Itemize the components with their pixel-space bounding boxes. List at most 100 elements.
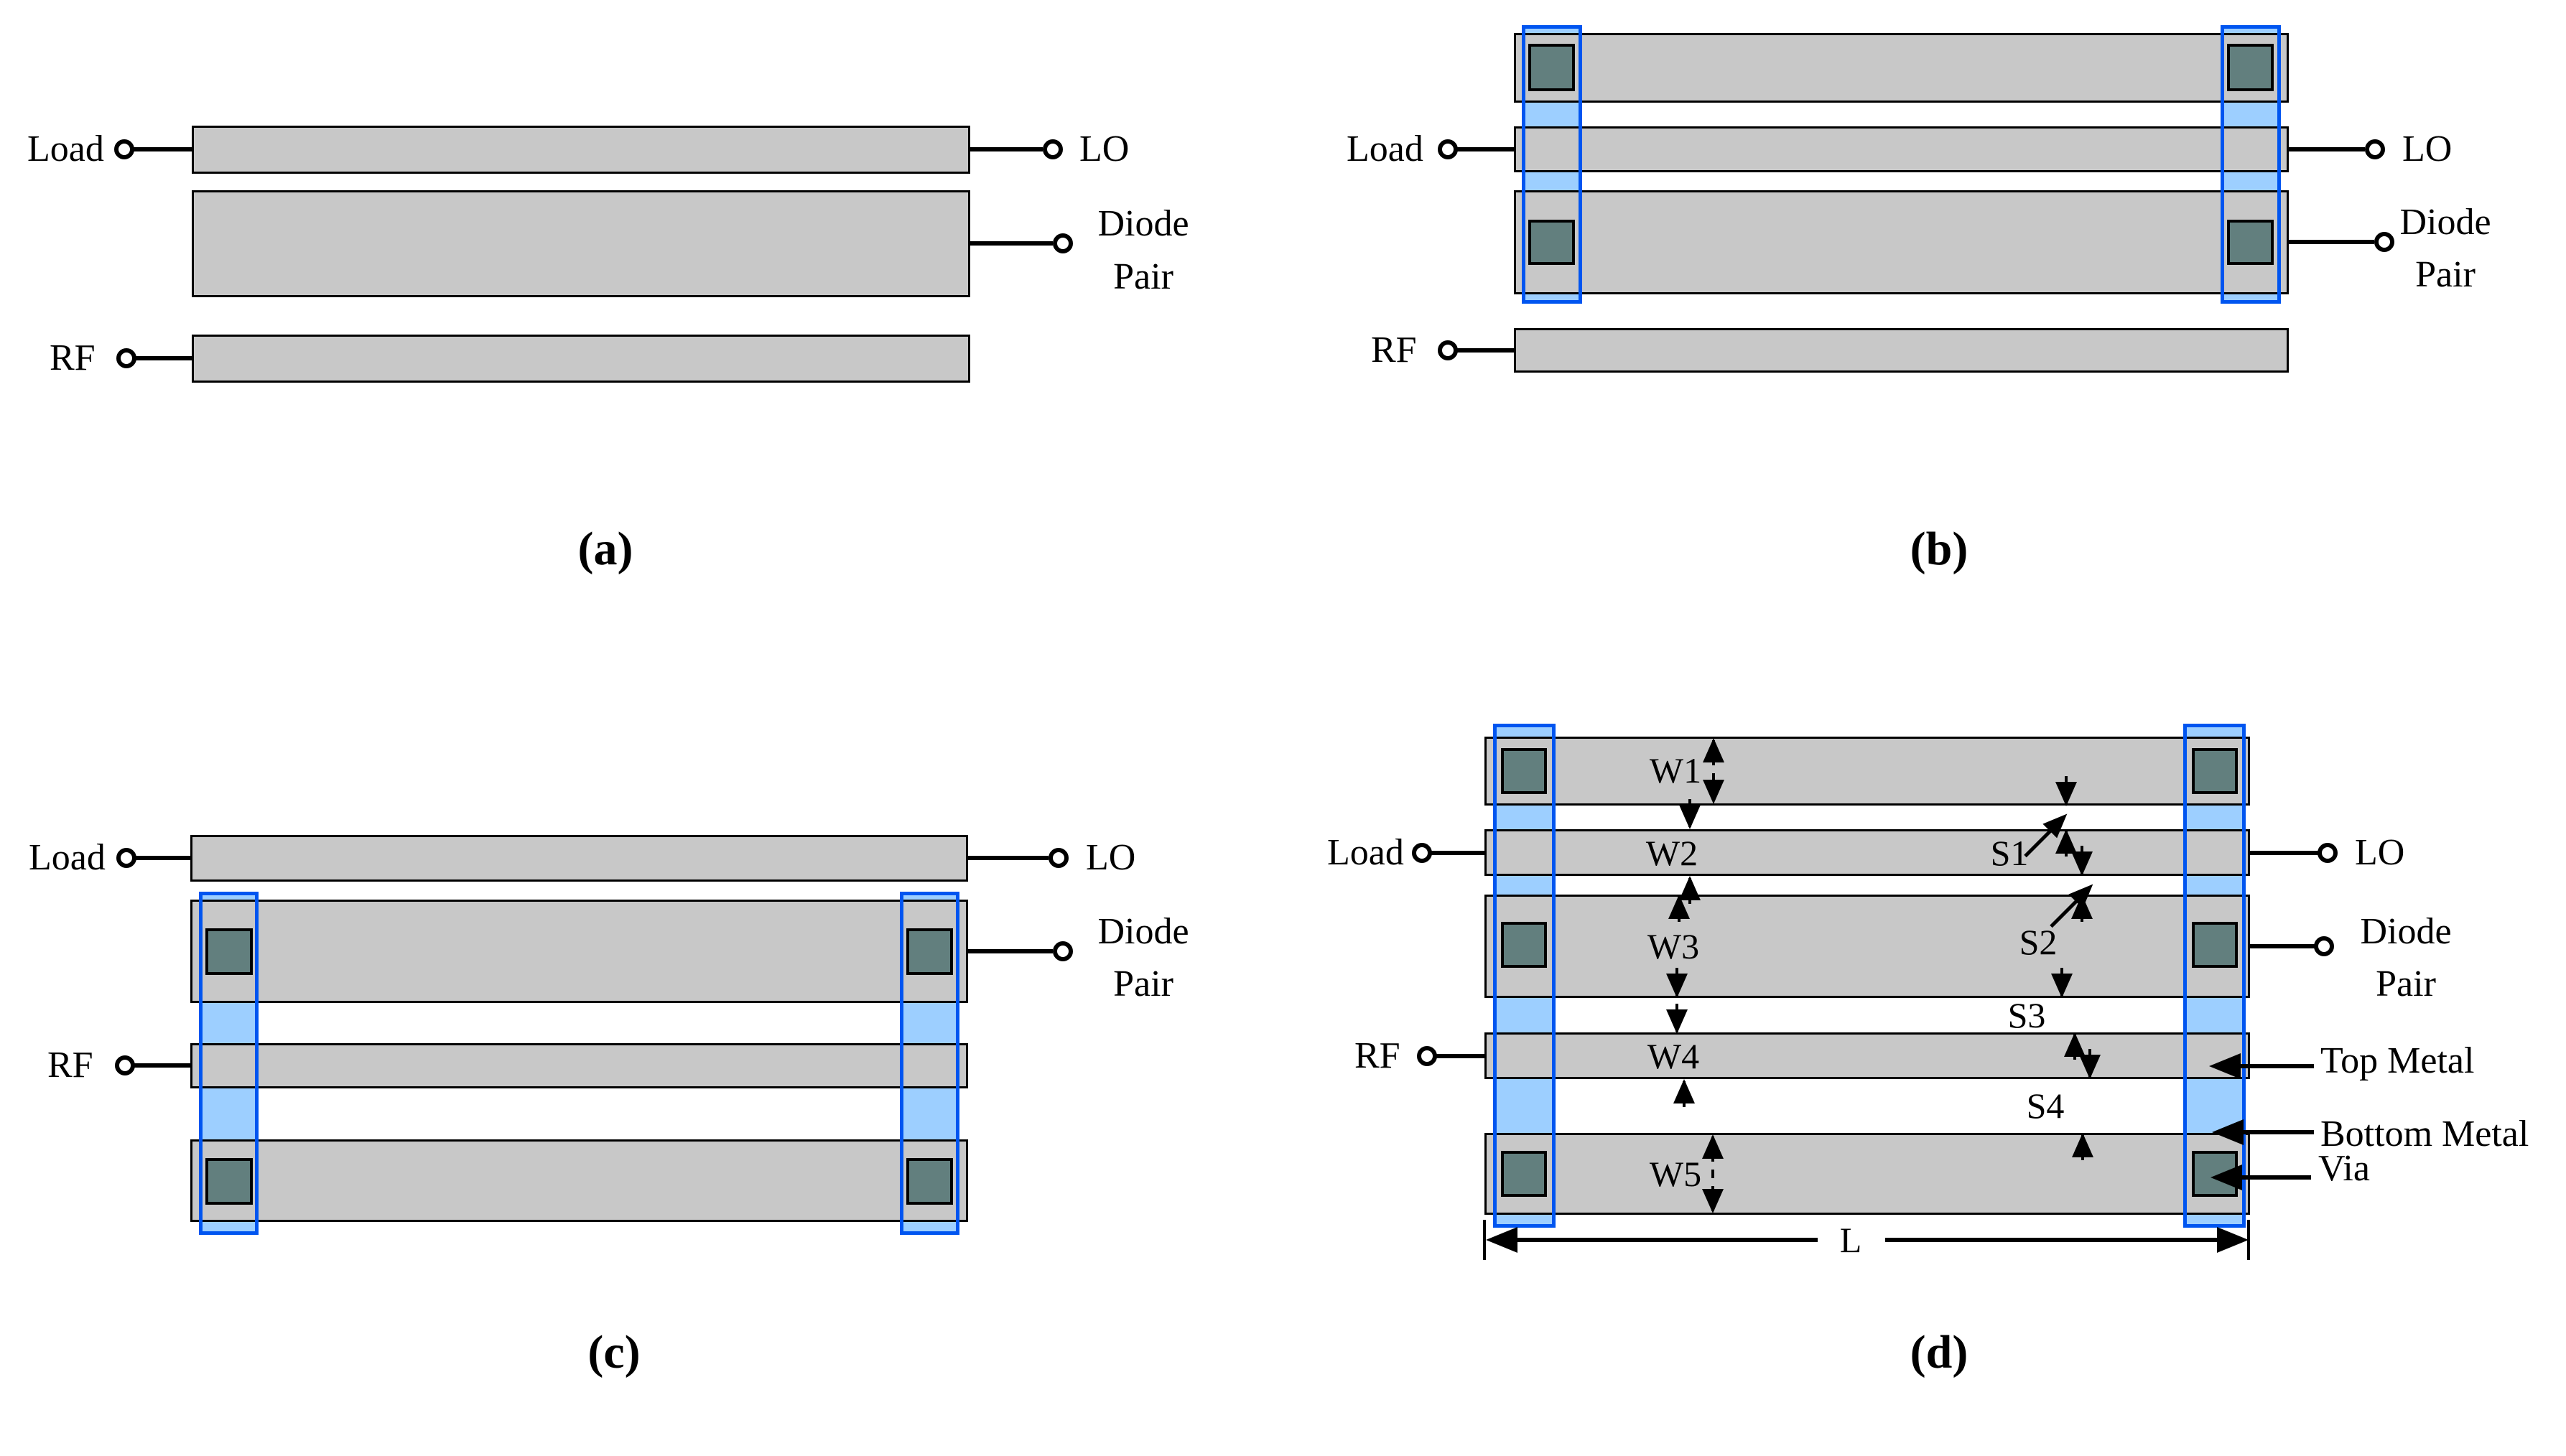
dim-label-s4: S4 [2026,1086,2065,1126]
panel-a-rf-terminal [116,348,136,368]
top-metal-arrow-shaft [2239,1064,2314,1068]
panel-b-top-metal-bar-2 [1514,126,2289,172]
dim-arrow-s3-top [2051,966,2073,998]
panel-b-load-terminal [1438,139,1458,159]
panel-c-diode-terminal [1053,941,1073,961]
dim-arrow-s1-bottom [2055,829,2077,859]
panel-b-diode-lead [2289,240,2374,244]
panel-d-top-metal-bar-5 [1484,1133,2250,1215]
panel-d-diode-terminal [2314,936,2334,956]
panel-c-rf-lead [134,1063,190,1068]
panel-b-top-metal-bar-1 [1514,33,2289,103]
panel-d-top-metal-bar-1 [1484,737,2250,806]
panel-b-strip-outline-left [1522,25,1582,304]
panel-c-load-label: Load [29,837,106,878]
via-label: Via [2318,1148,2370,1189]
panel-a-load-lead [133,147,192,151]
panel-b-rf-label: RF [1371,330,1417,370]
panel-d-lo-terminal [2318,843,2338,863]
l-dim-tick-right [2247,1220,2250,1260]
dim-arrow-s2-bottom [2071,895,2093,924]
panel-b-lo-terminal [2365,139,2385,159]
dim-label-w2: W2 [1645,833,1698,873]
top-metal-label: Top Metal [2320,1040,2475,1081]
panel-b-rf-terminal [1438,340,1458,360]
panel-d-top-metal-bar-4 [1484,1032,2250,1079]
panel-c-top-metal-bar-3 [190,1043,968,1088]
panel-d-strip-outline-right [2183,724,2246,1228]
panel-c-via-pad [205,1158,253,1205]
panel-a-rf-lead [135,356,192,360]
panel-d-via-pad [1501,922,1547,968]
panel-c-rf-terminal [115,1055,135,1075]
panel-d-via-pad [1501,1151,1547,1197]
panel-b-via-pad [2227,220,2274,265]
panel-c-diode-pair-label-line1: Diode [1097,911,1189,952]
panel-b-rf-lead [1456,348,1514,353]
panel-b-diode-terminal [2374,232,2394,252]
panel-a-diode-terminal [1053,233,1073,253]
panel-d-via-pad [2192,922,2238,968]
dim-label-w4: W4 [1647,1036,1700,1076]
panel-b-caption: (b) [1910,523,1968,575]
panel-c-load-terminal [116,848,136,868]
dim-arrow-w4-top [1666,1002,1688,1034]
bottom-metal-label: Bottom Metal [2320,1114,2529,1154]
panel-c-lo-terminal [1049,848,1069,868]
dim-label-w3: W3 [1647,926,1700,966]
panel-c-rf-label: RF [47,1045,93,1086]
top-metal-arrow-head [2209,1053,2241,1079]
dim-arrow-s3-bottom [2064,1032,2086,1062]
panel-d-via-pad [2192,748,2238,794]
panel-a-lo-lead [970,147,1043,151]
panel-d-top-metal-bar-3 [1484,895,2250,998]
bottom-metal-arrow-head [2212,1119,2244,1145]
panel-d-load-terminal [1412,843,1432,863]
panel-c-lo-lead [968,856,1049,860]
panel-c-via-pad [906,1158,953,1205]
dim-arrow-w4-bottom [1673,1079,1695,1109]
panel-a-diode-pair-label-line2: Pair [1113,256,1173,297]
panel-d-top-metal-bar-2 [1484,829,2250,876]
dim-label-s2: S2 [2019,922,2058,962]
panel-d-strip-outline-left [1493,724,1556,1228]
panel-a-caption: (a) [577,523,633,575]
dim-arrow-s4-top [2079,1047,2101,1079]
panel-c-via-pad [906,928,953,975]
panel-c-load-lead [135,856,190,860]
panel-a-top-metal-bar-3 [192,335,970,383]
panel-b-via-pad [1528,220,1575,265]
panel-d-rf-label: RF [1354,1035,1400,1076]
panel-c-top-metal-bar-1 [190,835,968,882]
l-dim-arrow-right [2217,1227,2249,1253]
panel-b-strip-outline-right [2221,25,2281,304]
dim-label-s1: S1 [1990,833,2029,873]
dim-arrow-s1-top [2055,774,2077,806]
panel-b-via-pad [2227,44,2274,91]
panel-a-lo-terminal [1043,139,1063,159]
panel-d-diode-lead [2250,944,2315,948]
dim-arrow-w3-bottom [1666,966,1688,998]
bottom-metal-arrow-shaft [2242,1130,2314,1134]
l-dim-line-right [1885,1238,2217,1242]
panel-c-lo-label: LO [1086,837,1136,878]
panel-d-diode-pair-label-line2: Pair [2376,963,2436,1004]
panel-b-diode-pair-label-line1: Diode [2399,202,2491,243]
l-dim-arrow-left [1486,1227,1517,1253]
panel-d-via-pad [1501,748,1547,794]
l-dim-tick-left [1483,1220,1486,1260]
panel-d-lo-label: LO [2355,832,2405,873]
panel-a-rf-label: RF [50,337,96,378]
via-arrow-shaft [2241,1175,2311,1180]
dim-arrow-w3-top [1668,895,1690,924]
panel-c-diode-pair-label-line2: Pair [1113,963,1173,1004]
dim-arrow-w5 [1702,1134,1724,1213]
dim-label-length: L [1839,1220,1862,1260]
panel-a-diode-pair-label-line1: Diode [1097,203,1189,244]
dim-label-w1: W1 [1649,750,1702,790]
dim-arrow-w2-top [1679,797,1701,829]
panel-a-top-metal-bar-1 [192,126,970,174]
panel-c-caption: (c) [587,1326,641,1378]
panel-d-load-lead [1431,851,1484,855]
